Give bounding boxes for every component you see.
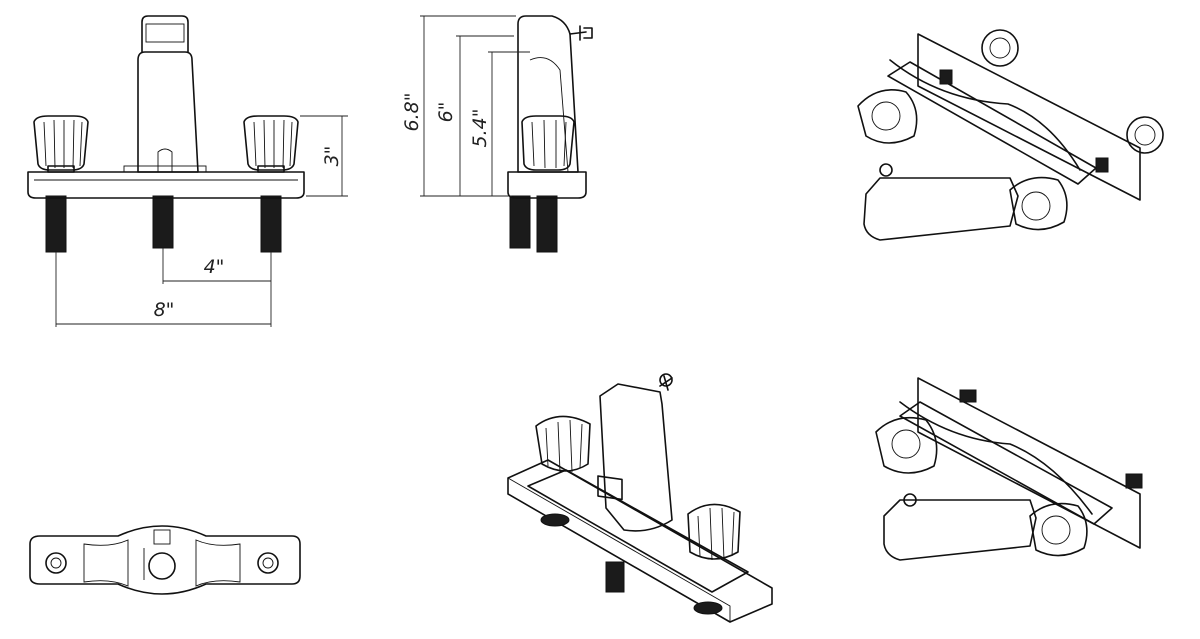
dimension-label-6: 6" [435, 102, 457, 123]
dimension-label-8: 8" [154, 299, 175, 321]
right-handle [243, 115, 299, 173]
isometric-deck-faucet [507, 373, 773, 623]
dimension-3-inch: 3" [300, 115, 348, 197]
dimension-label-4: 4" [204, 256, 225, 278]
left-handle [33, 115, 89, 173]
dimension-4-inch: 4" [162, 248, 272, 284]
side-view: 6.8" 6" 5.4" [401, 15, 593, 253]
base-plate [27, 171, 305, 199]
isometric-wall-faucet-bottom [875, 377, 1143, 561]
center-shank [152, 195, 174, 249]
dimension-label-3: 3" [321, 146, 343, 167]
front-view: 3" 4" 8" [27, 15, 348, 327]
isometric-wall-faucet-top [857, 29, 1164, 241]
spout-body [137, 51, 199, 173]
top-view [29, 525, 301, 595]
left-shank [45, 195, 67, 253]
dimension-label-5-4: 5.4" [469, 109, 491, 148]
dimension-8-inch: 8" [55, 252, 272, 327]
dimension-label-6-8: 6.8" [401, 93, 423, 132]
side-dimensions: 6.8" 6" 5.4" [401, 15, 530, 197]
right-shank [260, 195, 282, 253]
